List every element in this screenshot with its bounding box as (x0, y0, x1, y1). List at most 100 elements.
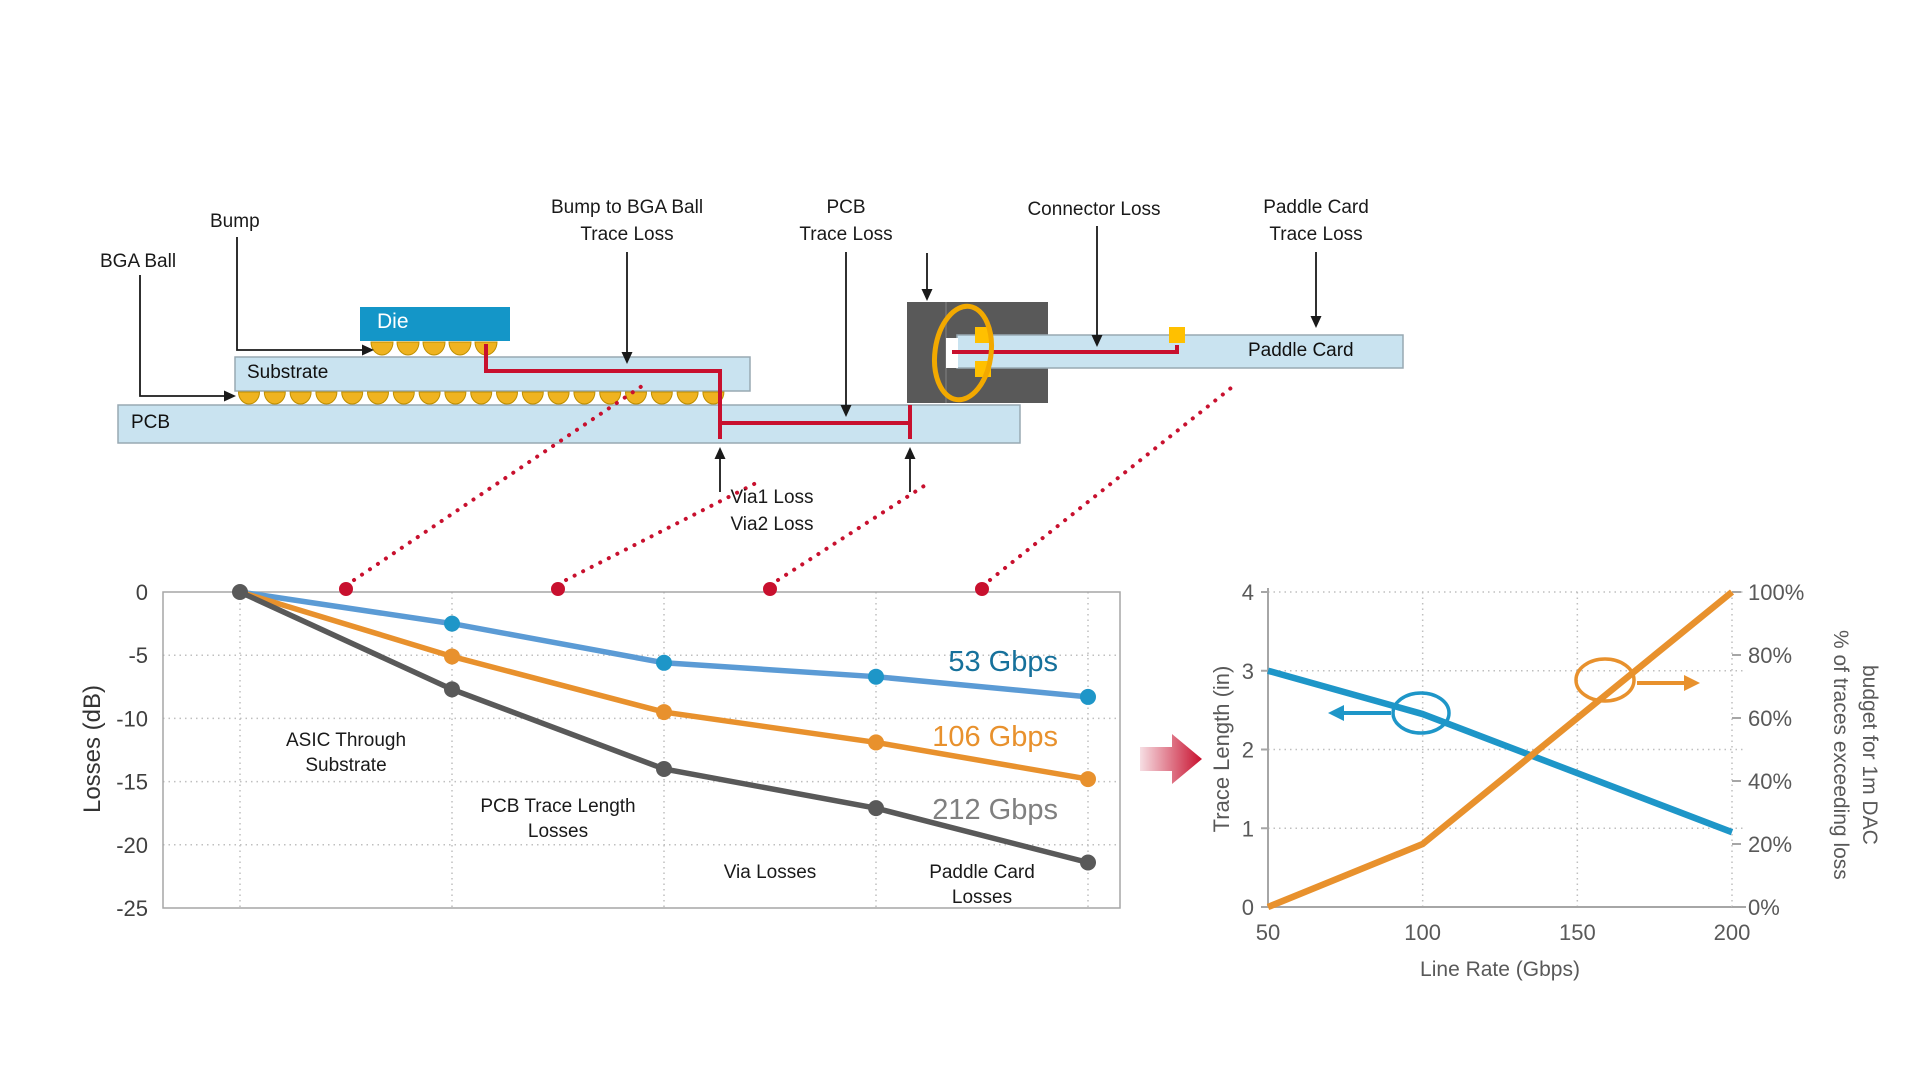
via2-loss-label: Via2 Loss (730, 514, 814, 535)
bga-ball (263, 391, 286, 405)
series-label-106gbps: 106 Gbps (932, 721, 1058, 753)
x-tick-label: 100 (1404, 920, 1441, 945)
die-bump (396, 341, 420, 356)
substrate-board (234, 356, 751, 392)
loss-leader-dot (975, 582, 989, 596)
die-bump (448, 341, 472, 356)
series-point (656, 654, 672, 671)
paddle-card-trace (952, 345, 1179, 354)
paddle-trace-loss-line1: Paddle Card (1263, 197, 1369, 218)
series-point (868, 668, 884, 685)
die-block (360, 307, 510, 341)
bump-label: Bump (210, 211, 260, 232)
pcb-trace-loss-line2: Trace Loss (799, 224, 893, 245)
right-axis-tick-label: 60% (1748, 706, 1792, 731)
annotation-line: Via Losses (723, 862, 817, 883)
bga-ball (289, 391, 312, 405)
series-point (656, 704, 672, 721)
bga-ball (573, 391, 596, 405)
bga-ball (341, 391, 364, 405)
bga-ball (444, 391, 467, 405)
die-bump (422, 341, 446, 356)
x-tick-label: 200 (1714, 920, 1751, 945)
via1-pointer-head (714, 447, 726, 459)
right-axis-tick-label: 80% (1748, 643, 1792, 668)
annotation-line: PCB Trace Length (480, 796, 636, 817)
right-chart-series-right (1266, 589, 1735, 911)
series-point (444, 615, 460, 632)
bga-ball (495, 391, 519, 405)
connector-pin-top (975, 327, 991, 343)
bga-ball (470, 391, 493, 405)
left-axis-tick-label: 1 (1242, 816, 1254, 841)
annotation-asic-through-substrate: ASIC Through Substrate (286, 728, 406, 778)
bga-ball-pointer-head (224, 390, 236, 402)
series-point (1080, 854, 1096, 871)
bga-ball (237, 391, 261, 405)
series-point (444, 681, 460, 698)
y-tick-label: -5 (128, 643, 148, 668)
paddle-trace-loss-pointer-head (1310, 316, 1322, 328)
y-tick-label: -10 (116, 706, 148, 731)
bga-ball (521, 391, 544, 405)
percent-traces-axis-title: % of traces exceeding loss budget for 1m… (1826, 545, 1884, 965)
bga-ball-label: BGA Ball (100, 251, 177, 272)
bga-ball (315, 391, 338, 405)
pcb-label: PCB (131, 412, 171, 433)
right-axis-tick-label: 100% (1748, 580, 1804, 605)
x-tick-label: 50 (1256, 920, 1280, 945)
paddle-card-label: Paddle Card (1248, 340, 1354, 361)
series-label-212gbps: 212 Gbps (932, 794, 1058, 826)
y-tick-label: -15 (116, 770, 148, 795)
paddle-trace-loss-line2: Trace Loss (1269, 224, 1363, 245)
paddle-pin (1169, 327, 1185, 343)
annotation-line: Losses (527, 821, 589, 842)
right-chart-series-left (1267, 667, 1734, 836)
y-tick-label: 0 (136, 580, 148, 605)
bga-ball-pointer (139, 275, 224, 397)
pcb-trace-loss-pointer-head (840, 405, 852, 417)
orange-series-callout-ellipse (1574, 657, 1636, 703)
loss-leader-dot (551, 582, 565, 596)
substrate-trace (484, 344, 722, 439)
bga-ball (624, 391, 648, 405)
bga-ball (676, 391, 699, 405)
right-axis-tick-label: 40% (1748, 769, 1792, 794)
bga-ball (366, 391, 390, 405)
series-point (656, 760, 672, 777)
losses-axis-title: Losses (dB) (79, 684, 106, 814)
trace-length-axis-title: Trace Length (in) (1209, 665, 1234, 833)
right-axis-tick-label: 20% (1748, 832, 1792, 857)
bga-ball (418, 391, 441, 405)
percent-axis-line2: budget for 1m DAC (1858, 665, 1881, 845)
bga-ball (392, 391, 415, 405)
loss-leader-dotted-line (352, 384, 644, 582)
bump-to-bga-trace-loss-label: Bump to BGA Ball Trace Loss (551, 194, 703, 248)
line-rate-axis-title: Line Rate (Gbps) (1420, 958, 1580, 981)
left-axis-tick-label: 2 (1242, 738, 1254, 763)
transition-arrow (1140, 734, 1202, 784)
connector-loss-label: Connector Loss (1027, 199, 1161, 220)
series-label-53gbps: 53 Gbps (948, 646, 1058, 678)
annotation-pcb-trace-length-losses: PCB Trace Length Losses (480, 794, 635, 844)
bump-to-bga-line1: Bump to BGA Ball (550, 197, 704, 218)
blue-left-arrow-head (1328, 705, 1344, 721)
annotation-line: Losses (951, 887, 1013, 908)
die-bump (370, 341, 394, 356)
via1-loss-label: Via1 Loss (730, 487, 814, 508)
bga-ball (547, 391, 570, 405)
series-point (1080, 771, 1096, 788)
bump-pointer (236, 237, 362, 351)
die-label: Die (377, 310, 409, 333)
bump-pointer-head (362, 344, 374, 356)
orange-right-arrow-head (1684, 675, 1700, 691)
right-axis-tick-label: 0% (1748, 895, 1780, 920)
connector-coupling-oval (932, 303, 994, 403)
y-tick-label: -20 (116, 833, 148, 858)
substrate-label: Substrate (247, 362, 329, 383)
loss-leader-dot (339, 582, 353, 596)
connector-loss-pointer-head (1091, 335, 1103, 347)
bga-ball (650, 391, 673, 405)
annotation-line: ASIC Through (285, 730, 407, 751)
